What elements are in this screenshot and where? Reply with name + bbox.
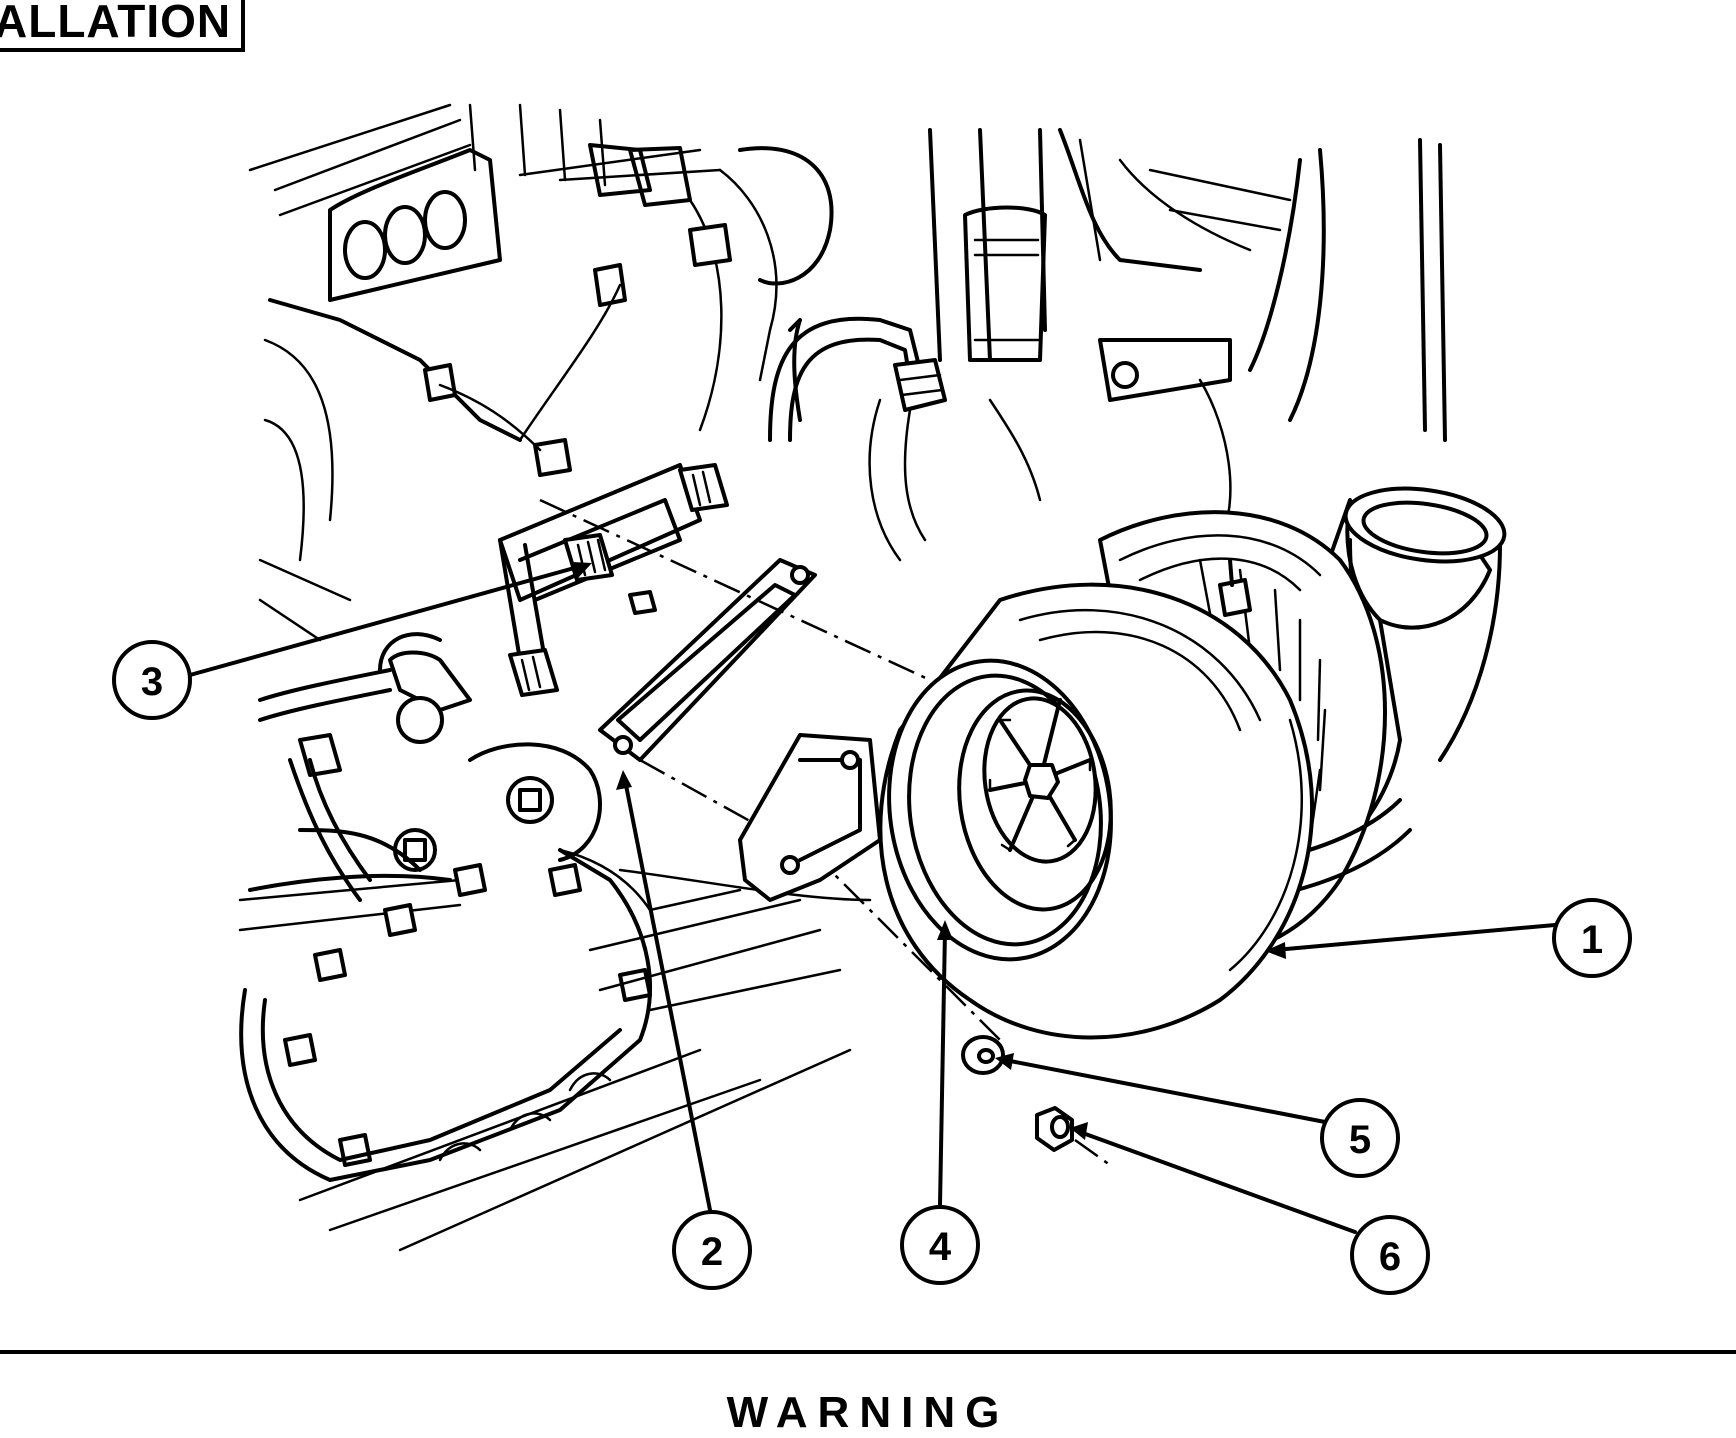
- callout-5-label: 5: [1349, 1118, 1371, 1162]
- callout-3: 3: [112, 640, 192, 720]
- turbocharger: [738, 486, 1507, 1040]
- leader-lines: [188, 562, 1557, 1234]
- callout-5: 5: [1320, 1098, 1400, 1178]
- section-tag-text: ALLATION: [0, 0, 232, 47]
- warning-heading: WARNING: [726, 1388, 1010, 1437]
- gasket: [539, 498, 1001, 1041]
- callout-2-label: 2: [701, 1230, 723, 1274]
- callout-1: 1: [1552, 898, 1632, 978]
- callout-3-label: 3: [141, 660, 163, 704]
- callout-4: 4: [900, 1205, 980, 1285]
- nut: [1035, 1106, 1111, 1167]
- washer: [961, 1035, 1005, 1075]
- lower-engine-linework: [238, 632, 872, 1252]
- callout-6-label: 6: [1379, 1235, 1401, 1279]
- callout-6: 6: [1350, 1215, 1430, 1295]
- turbocharger-installation-illustration: 1 2 3 4 5 6: [112, 103, 1632, 1295]
- upper-bolts: [343, 190, 732, 477]
- callout-1-label: 1: [1581, 918, 1603, 962]
- callout-2: 2: [672, 1210, 752, 1290]
- turbo-mounting-studs: [498, 463, 729, 697]
- section-divider: [0, 1350, 1736, 1354]
- engine-block-linework: [248, 103, 1447, 642]
- section-tag: ALLATION: [0, 0, 246, 52]
- callout-4-label: 4: [929, 1225, 952, 1269]
